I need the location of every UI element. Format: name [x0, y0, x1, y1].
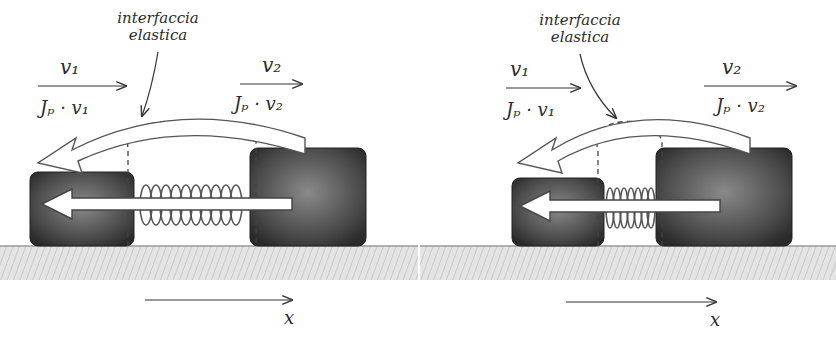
velocity-label: v₁ — [510, 58, 529, 81]
velocity-label: v₁ — [60, 56, 79, 79]
axis-label: x — [284, 308, 294, 329]
right-block — [656, 148, 792, 246]
force-arrow — [520, 191, 720, 221]
flux-label: Jₚ · v₁ — [506, 100, 555, 121]
momentum-flux-arrow — [518, 120, 750, 173]
right-block — [250, 148, 366, 246]
panel — [420, 54, 836, 302]
flux-label: Jₚ · v₁ — [40, 98, 89, 119]
force-arrow — [42, 189, 292, 219]
velocity-label: v₂ — [722, 56, 741, 79]
ground — [0, 246, 418, 280]
leader-line — [142, 52, 158, 116]
velocity-label: v₂ — [262, 54, 281, 77]
panel — [0, 52, 418, 300]
leader-line — [580, 54, 616, 118]
ground — [420, 246, 836, 280]
velocity-arrow — [506, 87, 580, 88]
callout-label: interfaccia elastica — [530, 12, 630, 47]
axis-label: x — [710, 310, 720, 331]
momentum-flux-arrow — [38, 119, 305, 173]
axis-arrow — [566, 301, 716, 302]
flux-label: Jₚ · v₂ — [234, 94, 283, 115]
axis-arrow — [145, 299, 292, 300]
velocity-arrow — [38, 85, 126, 86]
velocity-arrow — [704, 85, 796, 86]
velocity-arrow — [240, 83, 302, 84]
callout-label: interfaccia elastica — [108, 10, 208, 45]
flux-label: Jₚ · v₂ — [716, 96, 765, 117]
